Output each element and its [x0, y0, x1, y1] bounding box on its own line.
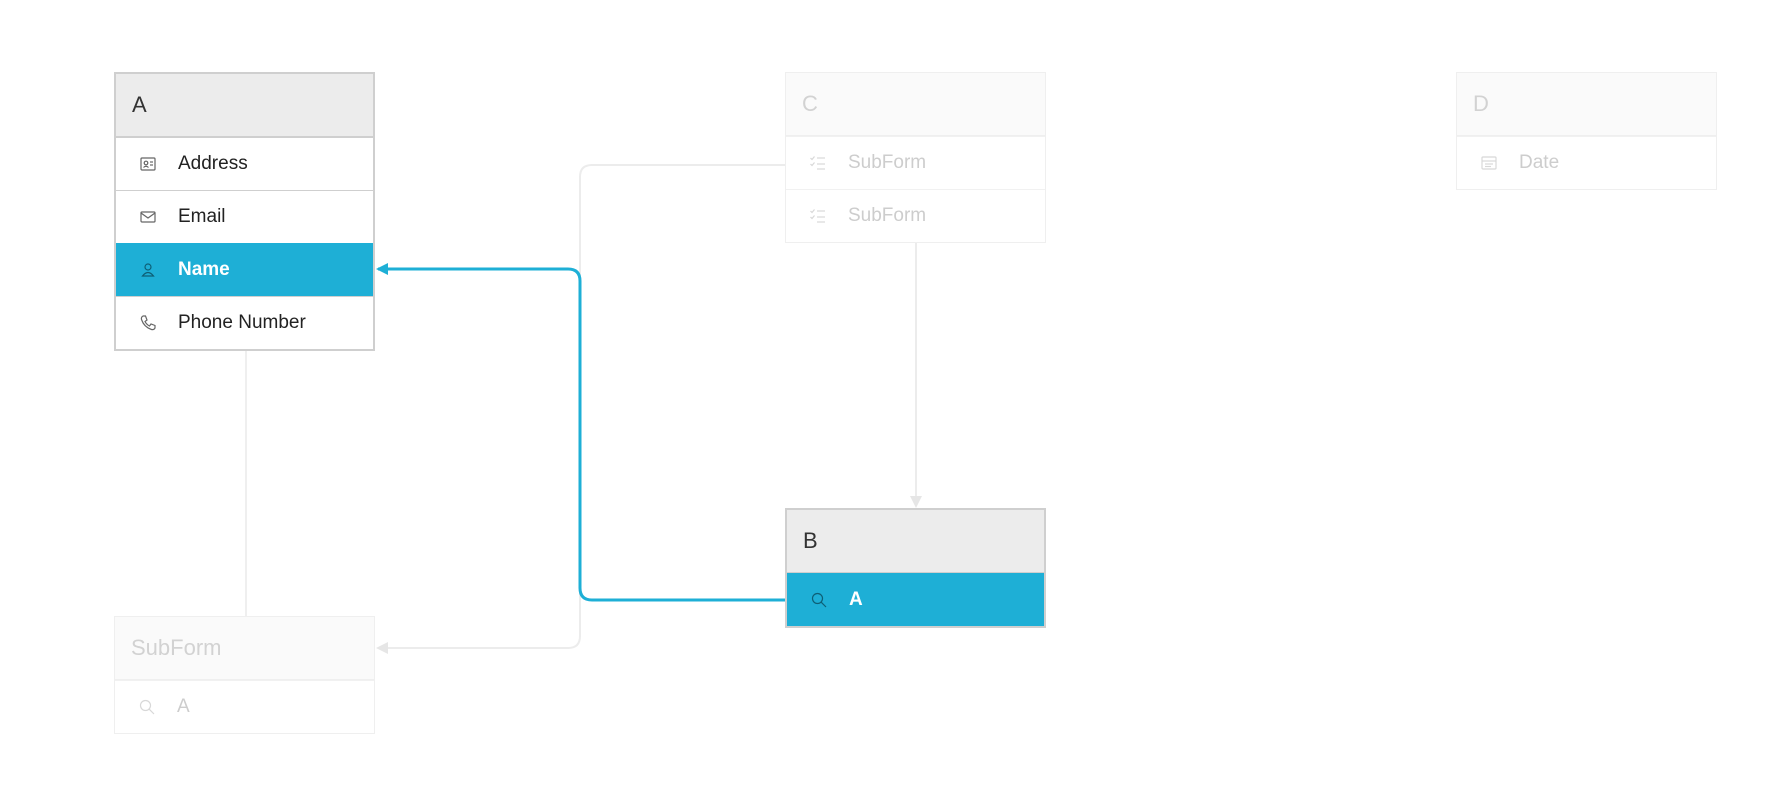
table-b-header[interactable]: B — [787, 510, 1044, 573]
envelope-icon — [138, 207, 158, 227]
field-subform-1[interactable]: SubForm — [786, 136, 1045, 189]
field-subform-2[interactable]: SubForm — [786, 189, 1045, 242]
table-a[interactable]: A Address Email Name Phone Number — [114, 72, 375, 351]
field-label: SubForm — [848, 152, 927, 173]
table-b[interactable]: B A — [785, 508, 1046, 628]
field-lookup-a[interactable]: A — [115, 680, 374, 733]
link-c-subform-to-subform-table — [376, 164, 785, 654]
field-name[interactable]: Name — [116, 243, 373, 296]
table-a-header[interactable]: A — [116, 74, 373, 137]
field-date[interactable]: Date — [1457, 136, 1716, 189]
table-d[interactable]: D Date — [1456, 72, 1717, 190]
table-c[interactable]: C SubForm SubForm — [785, 72, 1046, 243]
table-c-header[interactable]: C — [786, 73, 1045, 136]
phone-icon — [138, 313, 158, 333]
field-lookup-a[interactable]: A — [787, 573, 1044, 626]
checklist-icon — [808, 206, 828, 226]
field-email[interactable]: Email — [116, 190, 373, 243]
person-icon — [138, 260, 158, 280]
calendar-icon — [1479, 153, 1499, 173]
field-label: Address — [178, 153, 248, 174]
lookup-search-icon — [809, 590, 829, 610]
table-subform[interactable]: SubForm A — [114, 616, 375, 734]
link-b-lookup-to-a-name — [376, 263, 785, 602]
field-label: SubForm — [848, 205, 927, 226]
field-phone-number[interactable]: Phone Number — [116, 296, 373, 349]
address-card-icon — [138, 154, 158, 174]
field-label: Email — [178, 206, 226, 227]
field-label: Date — [1519, 152, 1560, 173]
checklist-icon — [808, 153, 828, 173]
field-label: Name — [178, 259, 230, 280]
field-label: A — [177, 696, 190, 717]
table-subform-header[interactable]: SubForm — [115, 617, 374, 680]
lookup-search-icon — [137, 697, 157, 717]
field-label: A — [849, 589, 863, 610]
field-address[interactable]: Address — [116, 137, 373, 190]
table-d-header[interactable]: D — [1457, 73, 1716, 136]
field-label: Phone Number — [178, 312, 306, 333]
